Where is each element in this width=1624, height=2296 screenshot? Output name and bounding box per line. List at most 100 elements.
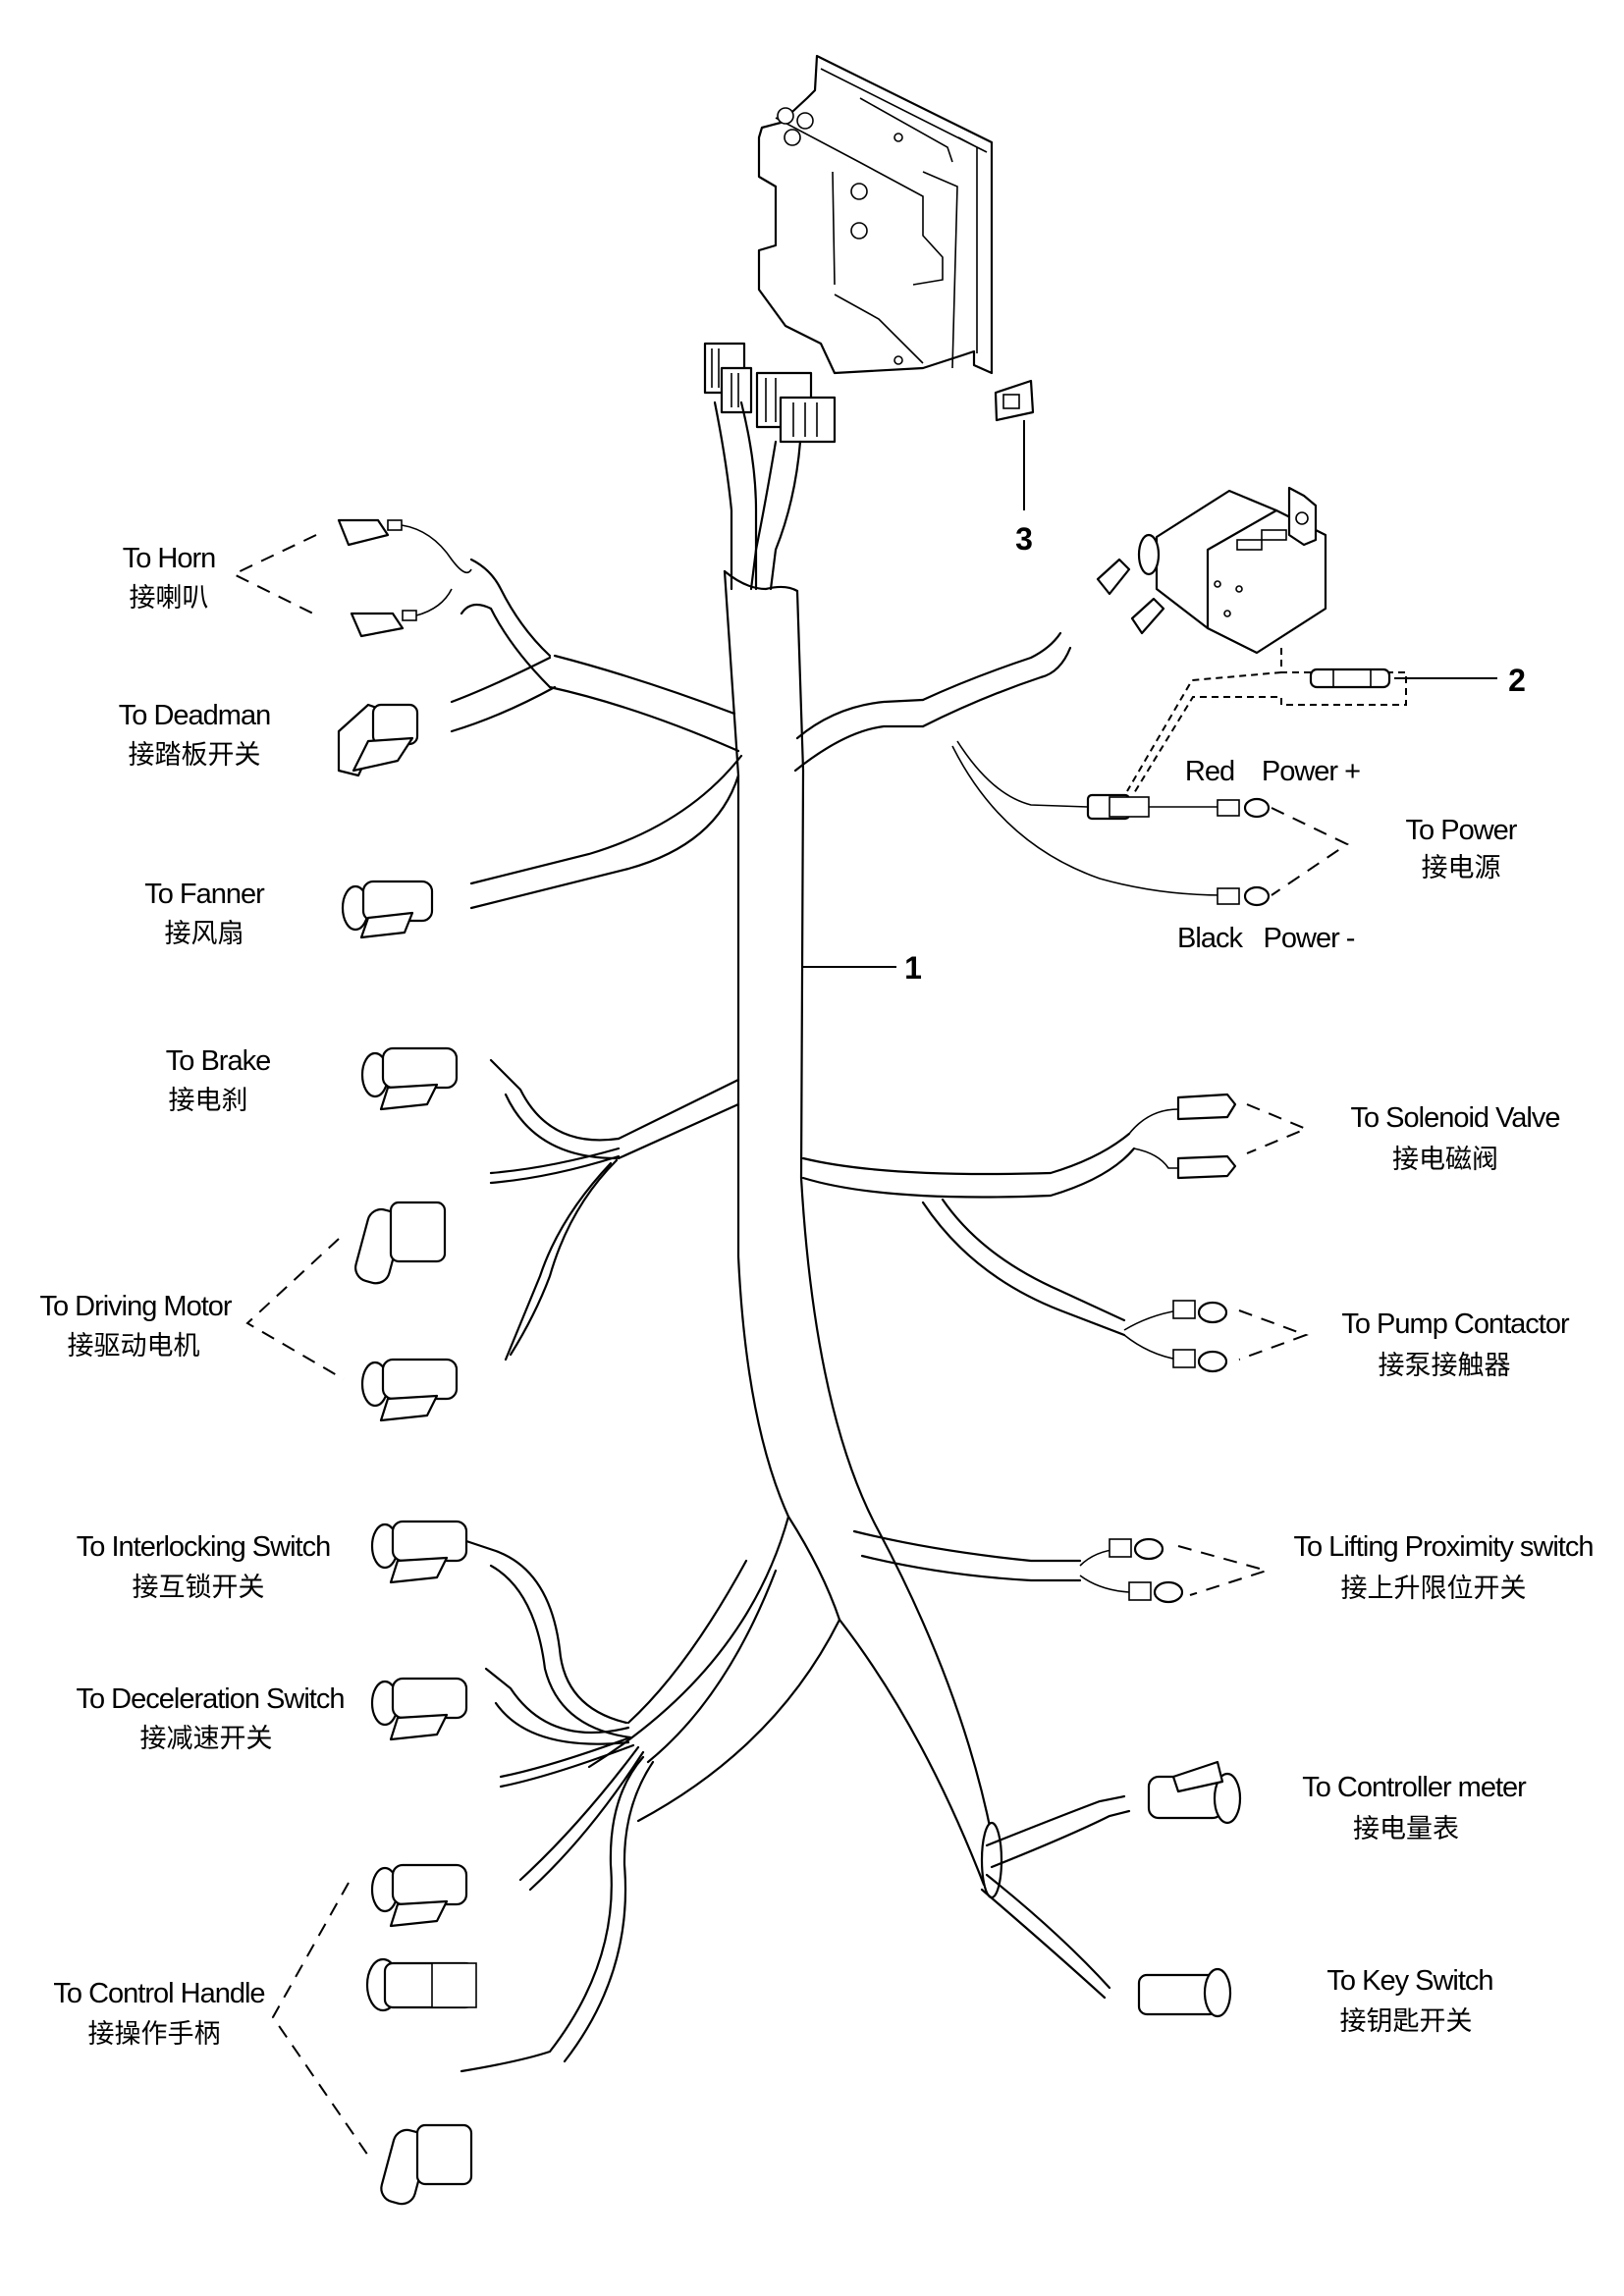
solenoid-terminal-lower xyxy=(1176,1154,1237,1180)
label-pump-contactor: To Pump Contactor 接泵接触器 xyxy=(1341,1308,1571,1381)
svg-text:接钥匙开关: 接钥匙开关 xyxy=(1340,2006,1473,2037)
pump-ring-terminal-upper xyxy=(1172,1300,1228,1324)
multipin-plug-large xyxy=(755,371,837,444)
label-fanner: To Fanner 接风扇 xyxy=(144,879,266,949)
multipin-plug-small xyxy=(703,342,753,414)
svg-text:To Deadman: To Deadman xyxy=(119,700,270,731)
harness-trunk xyxy=(587,569,994,1887)
power-pointer xyxy=(1271,807,1350,896)
solenoid-terminal-upper xyxy=(1176,1093,1237,1121)
ring-terminal-negative xyxy=(1217,885,1271,907)
branch-horn-deadman xyxy=(548,654,740,753)
driving-motor-connector-lower xyxy=(360,1358,459,1422)
branch-sleeve-end xyxy=(980,1821,1003,1899)
callout-1: 1 xyxy=(904,950,922,986)
label-brake: To Brake 接电刹 xyxy=(166,1045,271,1116)
pump-pointer xyxy=(1238,1309,1309,1361)
keyswitch-wire xyxy=(980,1873,1111,2000)
key-switch-connector xyxy=(1137,1967,1232,2018)
pump-lead xyxy=(1123,1309,1179,1361)
power-blade-terminal-1 xyxy=(1096,558,1131,596)
label-key-switch: To Key Switch 接钥匙开关 xyxy=(1326,1965,1493,2037)
svg-text:接泵接触器: 接泵接触器 xyxy=(1379,1351,1511,1381)
control-handle-wire-2 xyxy=(518,1745,645,1892)
branch-fanner xyxy=(469,754,743,910)
solenoid-lead xyxy=(1128,1108,1183,1169)
control-handle-connector-2 xyxy=(365,1957,477,2012)
label-lifting-proximity-switch: To Lifting Proximity switch 接上升限位开关 xyxy=(1294,1531,1595,1604)
plug-cable-large xyxy=(749,440,802,591)
deadman-connector xyxy=(337,703,419,777)
horn-terminal-lower xyxy=(350,610,417,638)
label-deceleration-switch: To Deceleration Switch 接减速开关 xyxy=(77,1683,346,1754)
horn-terminal-upper xyxy=(337,518,403,547)
controller-meter-connector xyxy=(1147,1760,1242,1825)
svg-text:接电刹: 接电刹 xyxy=(169,1086,248,1116)
label-driving-motor: To Driving Motor 接驱动电机 xyxy=(39,1291,233,1362)
driving-motor-connector-upper xyxy=(354,1201,447,1285)
svg-text:To Pump Contactor: To Pump Contactor xyxy=(1341,1308,1570,1340)
power-blade-terminal-2 xyxy=(1130,597,1165,635)
svg-text:To Fanner: To Fanner xyxy=(144,879,265,910)
svg-text:接电磁阀: 接电磁阀 xyxy=(1392,1145,1498,1175)
svg-text:To Control Handle: To Control Handle xyxy=(53,1978,264,2009)
svg-text:To Power: To Power xyxy=(1406,815,1518,846)
pump-wire xyxy=(921,1198,1126,1337)
label-controller-meter: To Controller meter 接电量表 xyxy=(1302,1772,1528,1844)
horn-lead xyxy=(401,524,472,616)
svg-text:接电源: 接电源 xyxy=(1422,853,1501,883)
svg-text:To Controller meter: To Controller meter xyxy=(1302,1772,1527,1803)
power-upper-wire xyxy=(921,631,1072,728)
horn-pointer xyxy=(231,534,320,617)
fuse-detail-box xyxy=(1126,648,1407,794)
control-handle-wire-1 xyxy=(499,1735,635,1789)
svg-text:接驱动电机: 接驱动电机 xyxy=(68,1331,200,1362)
clip-part xyxy=(994,379,1035,510)
svg-text:To Interlocking Switch: To Interlocking Switch xyxy=(77,1531,330,1563)
branch-solenoid-pump xyxy=(801,1132,1136,1199)
svg-text:接喇叭: 接喇叭 xyxy=(130,583,209,614)
svg-text:Black: Black xyxy=(1177,923,1243,954)
lifting-ring-terminal-upper xyxy=(1109,1537,1164,1561)
svg-text:To Deceleration Switch: To Deceleration Switch xyxy=(77,1683,345,1715)
inline-fuse-holder xyxy=(1086,793,1150,821)
svg-text:接踏板开关: 接踏板开关 xyxy=(129,740,261,771)
svg-text:接减速开关: 接减速开关 xyxy=(140,1724,273,1754)
deadman-wire xyxy=(450,656,557,733)
fuse-icon xyxy=(1309,667,1391,689)
svg-text:To Key Switch: To Key Switch xyxy=(1326,1965,1492,1997)
svg-text:To Horn: To Horn xyxy=(123,543,216,574)
svg-text:To Driving Motor: To Driving Motor xyxy=(39,1291,232,1322)
branch-lifting xyxy=(852,1529,1082,1582)
label-deadman: To Deadman 接踏板开关 xyxy=(119,700,271,771)
control-handle-connector-1 xyxy=(370,1863,468,1928)
label-power: To Power 接电源 xyxy=(1406,815,1519,883)
svg-text:接互锁开关: 接互锁开关 xyxy=(133,1573,265,1603)
ring-terminal-positive xyxy=(1217,797,1271,819)
interlocking-wire xyxy=(464,1539,632,1739)
label-solenoid-valve: To Solenoid Valve 接电磁阀 xyxy=(1350,1102,1560,1175)
label-interlocking-switch: To Interlocking Switch 接互锁开关 xyxy=(77,1531,331,1603)
svg-text:Red: Red xyxy=(1185,756,1234,787)
terminal-post xyxy=(777,107,903,365)
plug-cable-small xyxy=(713,400,758,591)
solenoid-pointer xyxy=(1246,1103,1309,1154)
svg-text:接电量表: 接电量表 xyxy=(1353,1814,1459,1844)
motor-wire-upper xyxy=(489,1147,621,1185)
label-red-power-plus: Red Power + xyxy=(1185,756,1361,787)
deceleration-wire xyxy=(484,1667,630,1745)
control-handle-wire-3 xyxy=(460,1755,655,2073)
brake-wire xyxy=(489,1058,621,1160)
label-black-power-minus: Black Power - xyxy=(1177,923,1356,954)
branch-power xyxy=(793,698,925,773)
control-handle-pointer xyxy=(271,1882,369,2157)
lifting-pointer xyxy=(1177,1545,1271,1596)
svg-text:Power +: Power + xyxy=(1262,756,1360,787)
black-wire xyxy=(951,745,1223,896)
label-horn: To Horn 接喇叭 xyxy=(123,543,217,614)
horn-wire xyxy=(460,558,552,689)
svg-text:To Solenoid Valve: To Solenoid Valve xyxy=(1350,1102,1559,1134)
motor-controller xyxy=(757,54,994,375)
callout-2: 2 xyxy=(1508,663,1526,698)
